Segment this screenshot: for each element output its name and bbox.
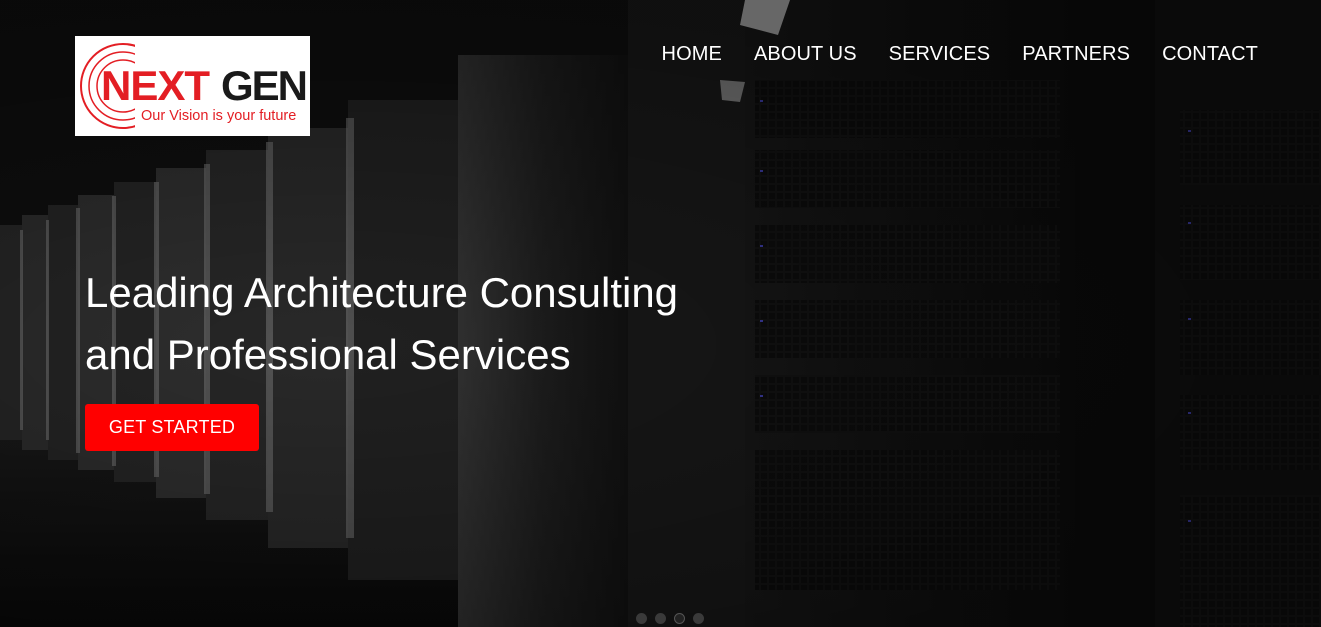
logo-next-text: NEXT [101, 62, 210, 109]
hero-headline: Leading Architecture Consulting and Prof… [85, 262, 785, 386]
logo-gen-text: GEN [221, 62, 306, 109]
nav-services[interactable]: SERVICES [888, 43, 991, 65]
nextgen-logo[interactable]: NEXT GEN Our Vision is your future [75, 36, 310, 136]
slide-dot-1[interactable] [636, 613, 647, 624]
get-started-button[interactable]: GET STARTED [85, 404, 259, 451]
nav-home[interactable]: HOME [661, 43, 722, 65]
nav-contact[interactable]: CONTACT [1162, 43, 1258, 65]
logo-graphic: NEXT GEN Our Vision is your future [80, 40, 308, 132]
nav-about-us[interactable]: ABOUT US [753, 43, 857, 65]
logo-tagline: Our Vision is your future [141, 108, 296, 124]
headline-line-1: Leading Architecture Consulting [85, 269, 679, 316]
slider-pagination [636, 613, 704, 624]
slide-dot-4[interactable] [693, 613, 704, 624]
main-nav: HOME ABOUT US SERVICES PARTNERS CONTACT [662, 42, 1258, 66]
headline-line-2: and Professional Services [85, 331, 571, 378]
slide-dot-3[interactable] [674, 613, 685, 624]
slide-dot-2[interactable] [655, 613, 666, 624]
nav-partners[interactable]: PARTNERS [1022, 43, 1131, 65]
